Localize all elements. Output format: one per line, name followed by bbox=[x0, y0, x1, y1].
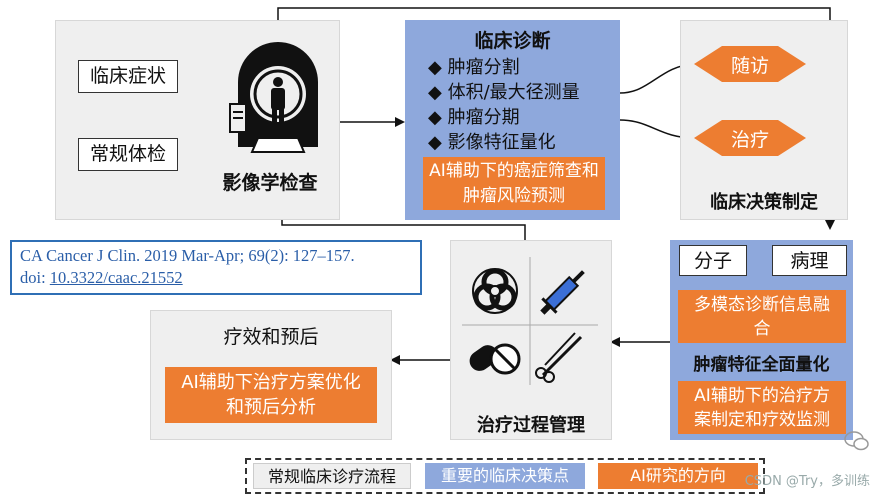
routine-exam-box: 常规体检 bbox=[78, 138, 178, 171]
doi-link[interactable]: 10.3322/caac.21552 bbox=[49, 268, 183, 287]
treatment-icons-grid bbox=[462, 257, 598, 385]
treatment-management-panel bbox=[450, 240, 612, 440]
legend-item-routine: 常规临床诊疗流程 bbox=[253, 463, 411, 489]
list-item: ◆ 肿瘤分割 bbox=[428, 57, 520, 78]
list-item: ◆ 肿瘤分期 bbox=[428, 107, 520, 128]
diagnosis-bullet-list: ◆ 肿瘤分割 ◆ 体积/最大径测量 ◆ 肿瘤分期 ◆ 影像特征量化 bbox=[428, 55, 580, 155]
efficacy-ai-note: AI辅助下治疗方案优化和预后分析 bbox=[165, 367, 377, 423]
treatment-management-label: 治疗过程管理 bbox=[477, 415, 585, 436]
pills-icon bbox=[469, 343, 521, 375]
symptoms-box: 临床症状 bbox=[78, 60, 178, 93]
fusion-box: 多模态诊断信息融合 bbox=[678, 290, 846, 343]
efficacy-title: 疗效和预后 bbox=[223, 326, 319, 348]
citation-line: CA Cancer J Clin. 2019 Mar-Apr; 69(2): 1… bbox=[20, 246, 355, 265]
watermark: CSDN @Try，多训练 bbox=[744, 474, 870, 489]
quantification-label: 肿瘤特征全面量化 bbox=[693, 355, 830, 375]
citation-box: CA Cancer J Clin. 2019 Mar-Apr; 69(2): 1… bbox=[10, 240, 422, 295]
syringe-icon bbox=[540, 270, 585, 315]
pathology-box: 病理 bbox=[772, 245, 847, 276]
treatment-diamond: 治疗 bbox=[694, 120, 806, 156]
list-item: ◆ 体积/最大径测量 bbox=[428, 82, 580, 103]
list-item: ◆ 影像特征量化 bbox=[428, 132, 556, 153]
decision-label: 临床决策制定 bbox=[710, 192, 818, 213]
biohazard-icon bbox=[472, 268, 518, 314]
wechat-logo-icon bbox=[844, 431, 869, 451]
molecular-box: 分子 bbox=[679, 245, 747, 276]
ct-scanner-icon bbox=[229, 42, 318, 153]
legend bbox=[245, 458, 765, 494]
legend-item-ai: AI研究的方向 bbox=[598, 463, 758, 489]
clinical-diagnosis-title: 临床诊断 bbox=[474, 30, 551, 52]
diagnosis-ai-note: AI辅助下的癌症筛查和肿瘤风险预测 bbox=[423, 157, 605, 210]
followup-diamond: 随访 bbox=[694, 46, 806, 82]
quantification-ai-note: AI辅助下的治疗方案制定和疗效监测 bbox=[678, 381, 846, 434]
imaging-label: 影像学检查 bbox=[222, 172, 318, 194]
legend-item-decision: 重要的临床决策点 bbox=[425, 463, 585, 489]
surgical-tools-icon bbox=[535, 332, 583, 383]
